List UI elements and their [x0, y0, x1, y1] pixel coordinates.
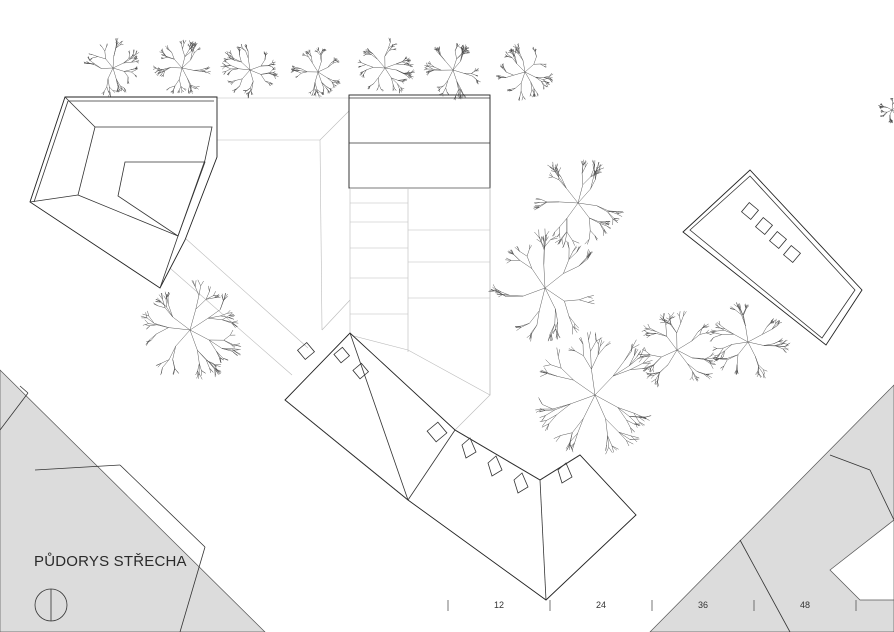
building-northwest — [29, 96, 218, 289]
tree-5 — [357, 37, 415, 94]
tree-4 — [290, 47, 341, 98]
tree-13 — [709, 302, 791, 379]
building-south — [284, 332, 637, 601]
scale-label-24: 24 — [595, 600, 607, 610]
building-east — [682, 169, 863, 346]
tree-10 — [488, 228, 595, 342]
scale-label-36: 36 — [697, 600, 709, 610]
tree-2 — [152, 39, 211, 95]
tree-12 — [637, 310, 719, 388]
scale-label-12: 12 — [493, 600, 505, 610]
drawing-title: PŮDORYS STŘECHA — [34, 553, 187, 570]
neighbour-blocks — [0, 369, 894, 632]
tree-1 — [83, 37, 140, 98]
tree-9 — [533, 159, 624, 248]
tree-8 — [140, 279, 242, 380]
scale-label-48: 48 — [799, 600, 811, 610]
building-north — [348, 94, 491, 189]
tree-3 — [220, 43, 279, 99]
scale-bar — [447, 600, 857, 611]
trees — [83, 37, 894, 455]
tree-7 — [496, 43, 554, 101]
neighbour-block-southwest — [0, 369, 266, 632]
tree-6 — [423, 42, 481, 101]
tree-11 — [535, 331, 653, 455]
tree-14 — [878, 97, 894, 124]
building-central — [349, 187, 491, 396]
north-arrow-icon — [34, 588, 68, 622]
